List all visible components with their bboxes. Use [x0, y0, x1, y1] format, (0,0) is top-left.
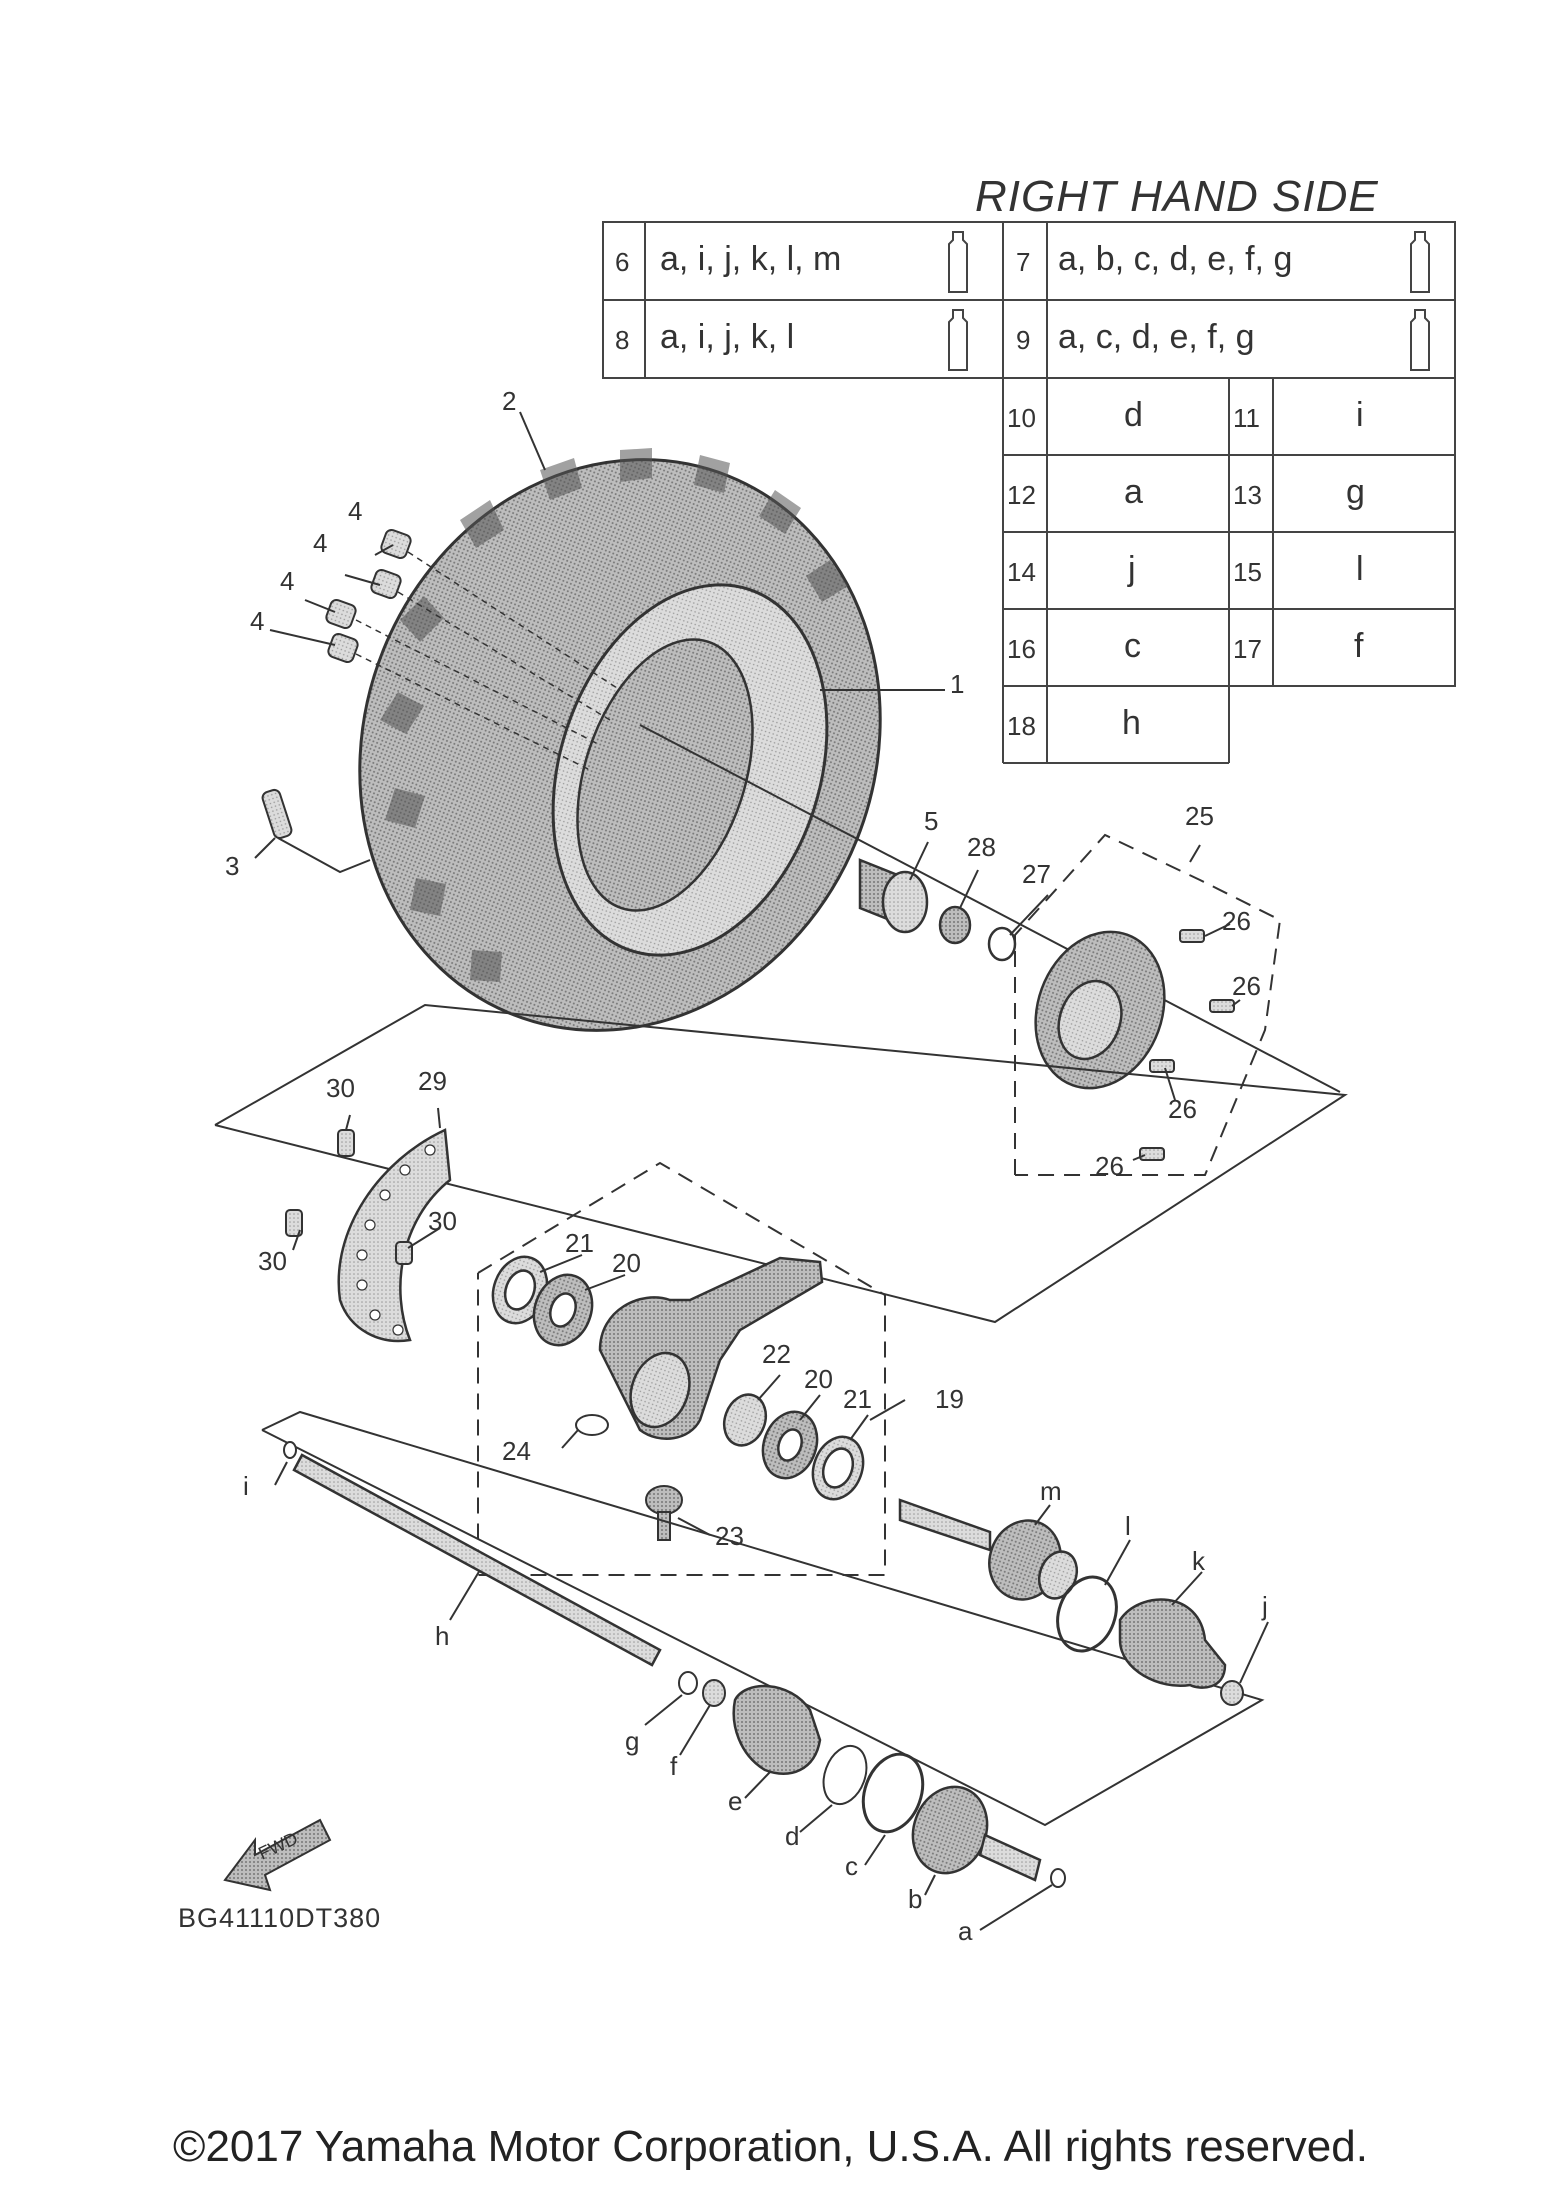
pair-letter: h [1122, 704, 1141, 742]
callout-20: 20 [612, 1248, 641, 1278]
callout-k: k [1192, 1546, 1206, 1576]
callout-25: 25 [1185, 801, 1214, 831]
callout-27: 27 [1022, 859, 1051, 889]
oil-seal-outer [491, 1255, 594, 1347]
grease-row-parts: a, c, d, e, f, g [1058, 318, 1255, 356]
callout-l: l [1125, 1511, 1131, 1541]
cv-joint-outer [898, 1498, 1079, 1601]
pair-letter: g [1346, 473, 1365, 511]
pair-letter: f [1354, 627, 1364, 665]
wheel-nuts [325, 528, 412, 664]
pair-letter: d [1124, 396, 1143, 434]
steering-knuckle [598, 1256, 824, 1440]
pair-letter: l [1356, 550, 1364, 588]
callout-26: 26 [1168, 1094, 1197, 1124]
diagram-title: RIGHT HAND SIDE [975, 172, 1379, 221]
pair-letter: a [1124, 473, 1143, 511]
callout-a: a [958, 1916, 973, 1946]
callout-26: 26 [1095, 1151, 1124, 1181]
ball-joint [645, 1485, 683, 1541]
callout-e: e [728, 1786, 742, 1816]
grease-row-parts: a, i, j, k, l [660, 318, 795, 356]
pair-num: 13 [1233, 480, 1262, 510]
grease-row-parts: a, b, c, d, e, f, g [1058, 240, 1293, 278]
callout-d: d [785, 1821, 799, 1851]
bearing-inner [722, 1393, 865, 1501]
pair-num: 14 [1007, 557, 1036, 587]
grease-row-num: 7 [1016, 247, 1031, 277]
collar [858, 858, 1017, 962]
callout-21: 21 [565, 1228, 594, 1258]
callout-4: 4 [348, 496, 362, 526]
callout-20: 20 [804, 1364, 833, 1394]
fwd-arrow-icon [223, 1818, 332, 1892]
pair-letter: i [1356, 396, 1364, 434]
callout-4: 4 [280, 566, 294, 596]
callout-28: 28 [967, 832, 996, 862]
callout-21: 21 [843, 1384, 872, 1414]
copyright-notice: ©2017 Yamaha Motor Corporation, U.S.A. A… [173, 2122, 1368, 2171]
callout-24: 24 [502, 1436, 531, 1466]
pair-letter: j [1128, 550, 1136, 588]
callout-labels: 2 1 3 4 4 4 4 5 28 27 25 26 26 26 26 29 … [225, 386, 1268, 1946]
hub-studs [1139, 929, 1235, 1161]
pair-num: 12 [1007, 480, 1036, 510]
grease-row-num: 9 [1016, 325, 1031, 355]
grease-row-parts: a, i, j, k, l, m [660, 240, 842, 278]
callout-b: b [908, 1884, 922, 1914]
drawing-code: BG41110DT380 [178, 1903, 382, 1933]
brake-disc [337, 1128, 452, 1343]
callout-f: f [670, 1751, 678, 1781]
pair-num: 10 [1007, 403, 1036, 433]
pair-num: 11 [1233, 403, 1260, 433]
callout-29: 29 [418, 1066, 447, 1096]
pair-letter: c [1124, 627, 1141, 665]
boot-e [732, 1684, 822, 1775]
valve-stem [261, 788, 293, 840]
pair-num: 15 [1233, 557, 1262, 587]
tire-wheel-assembly [358, 448, 882, 1032]
callout-1: 2 [502, 386, 516, 416]
boot-band-l [1056, 1575, 1118, 1653]
callout-5: 5 [924, 806, 938, 836]
pair-num: 17 [1233, 634, 1262, 664]
callout-30: 30 [258, 1246, 287, 1276]
callout-26: 26 [1232, 971, 1261, 1001]
pair-num: 18 [1007, 711, 1036, 741]
callout-4: 4 [313, 528, 327, 558]
callout-3: 3 [225, 851, 239, 881]
callout-1: 1 [950, 669, 964, 699]
callout-4: 4 [250, 606, 264, 636]
callout-30: 30 [428, 1206, 457, 1236]
grease-row-num: 6 [615, 247, 630, 277]
callout-26: 26 [1222, 906, 1251, 936]
callout-m: m [1040, 1476, 1062, 1506]
drive-shaft [292, 1453, 662, 1667]
callout-23: 23 [715, 1521, 744, 1551]
callout-g: g [625, 1726, 639, 1756]
callout-22: 22 [762, 1339, 791, 1369]
wheel-hub [1034, 930, 1166, 1090]
boot-k [1118, 1598, 1227, 1689]
callout-h: h [435, 1621, 449, 1651]
pair-num: 16 [1007, 634, 1036, 664]
cv-joint-inner [911, 1785, 1042, 1882]
callout-19: 19 [935, 1384, 964, 1414]
callout-c: c [845, 1851, 858, 1881]
grease-row-num: 8 [615, 325, 630, 355]
callout-30: 30 [326, 1073, 355, 1103]
callout-j: j [1261, 1591, 1268, 1621]
callout-i: i [243, 1471, 249, 1501]
